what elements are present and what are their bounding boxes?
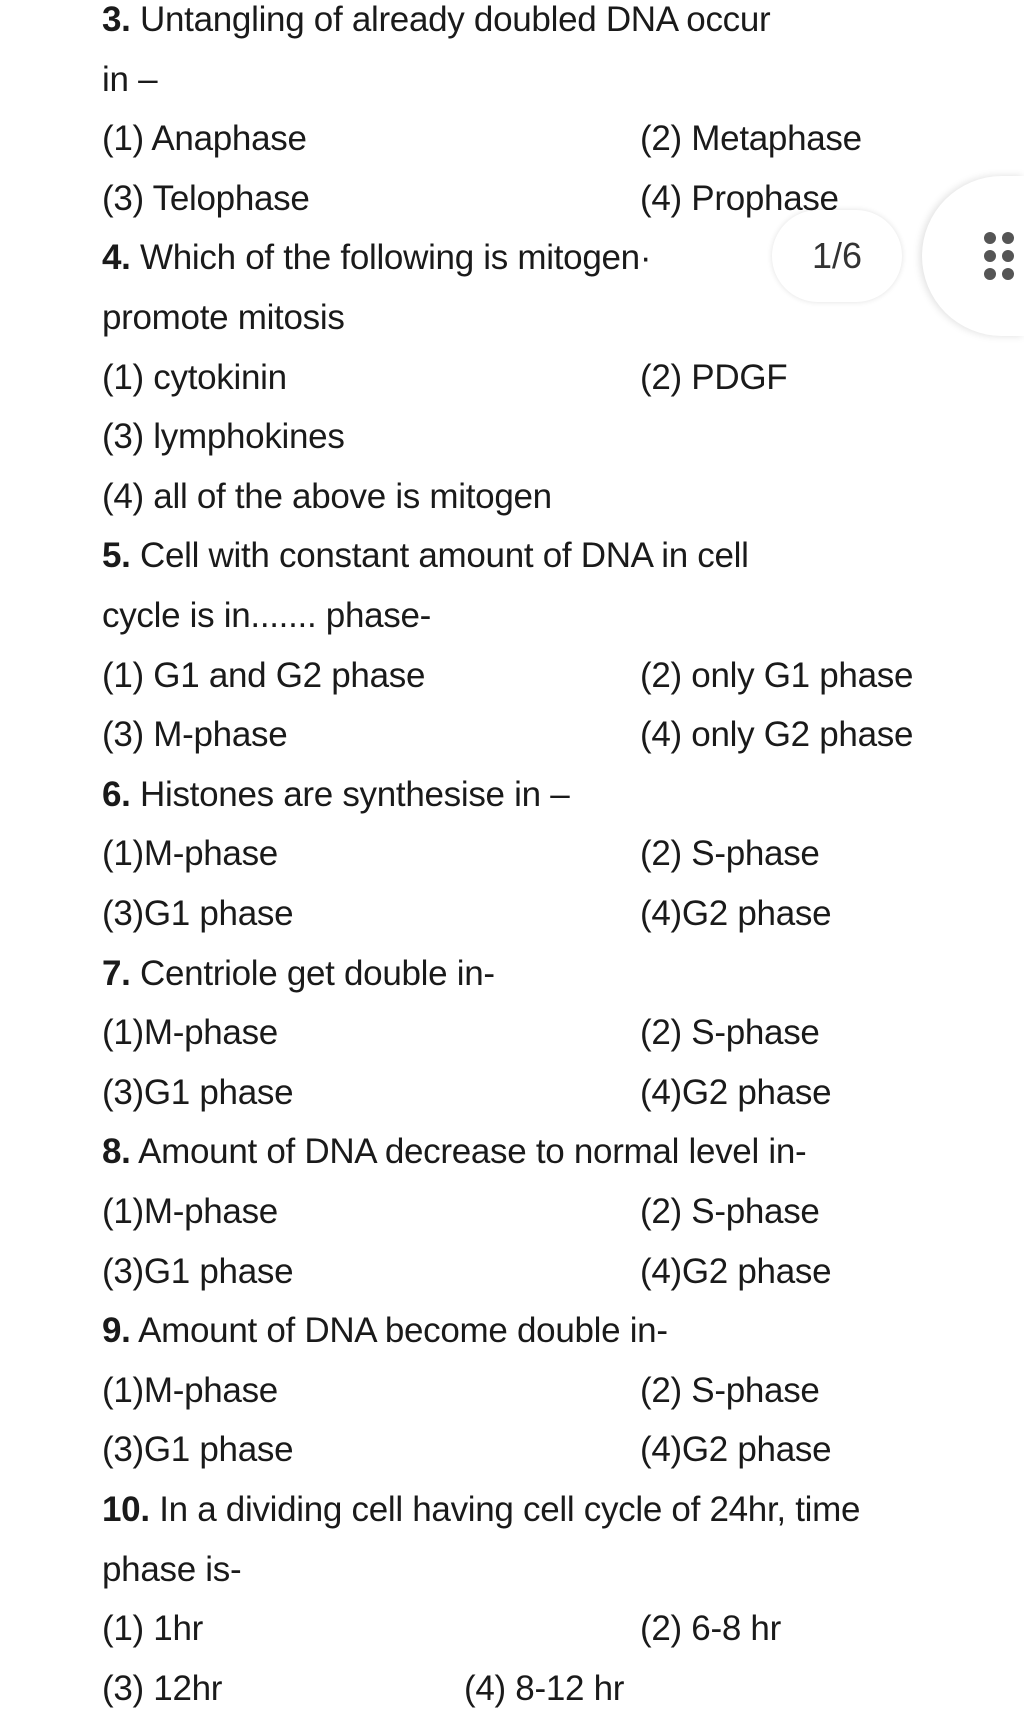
menu-button[interactable]	[922, 176, 1024, 336]
question-line: Centriole get double in-	[140, 953, 495, 993]
question-text: 10. In a dividing cell having cell cycle…	[102, 1485, 860, 1535]
question-text-continued: cycle is in....... phase-	[102, 591, 431, 641]
answer-option: (2) PDGF	[640, 357, 788, 397]
answer-option: (2) S-phase	[640, 1013, 820, 1053]
answer-option: (3) Telophase	[102, 178, 310, 218]
question-line: in –	[102, 59, 158, 99]
answer-option: (2) S-phase	[640, 1192, 820, 1231]
question-text: 4. Which of the following is mitogen·	[102, 233, 651, 283]
answer-option: (1)M-phase	[102, 834, 278, 874]
page-indicator: 1/6	[772, 210, 902, 302]
answer-option: (3) lymphokines	[102, 417, 345, 457]
question-text-continued: in –	[102, 55, 158, 105]
answer-option: (1) Anaphase	[102, 119, 307, 159]
question-line: Amount of DNA become double in-	[138, 1311, 668, 1351]
answer-option: (3)G1 phase	[102, 1251, 294, 1291]
question-text-continued: phase is-	[102, 1545, 242, 1595]
question-line: Untangling of already doubled DNA occur	[140, 0, 771, 39]
question-number: 3.	[102, 0, 131, 39]
answer-option: (3)G1 phase	[102, 1072, 294, 1112]
question-line: promote mitosis	[102, 298, 345, 337]
question-text: 6. Histones are synthesise in –	[102, 770, 570, 820]
question-text: 9. Amount of DNA become double in-	[102, 1306, 668, 1356]
answer-option: (4) only G2 phase	[640, 715, 914, 755]
question-line: Which of the following is mitogen·	[140, 238, 652, 278]
question-number: 7.	[102, 953, 131, 993]
question-line: cycle is in....... phase-	[102, 596, 432, 635]
question-text: 3. Untangling of already doubled DNA occ…	[102, 0, 771, 45]
question-line: phase is-	[102, 1549, 242, 1589]
question-number: 6.	[102, 774, 131, 814]
question-line: Cell with constant amount of DNA in cell	[140, 536, 749, 576]
answer-option: (2) S-phase	[640, 1370, 820, 1410]
question-text: 5. Cell with constant amount of DNA in c…	[102, 531, 749, 581]
question-text: 7. Centriole get double in-	[102, 949, 495, 999]
question-line: In a dividing cell having cell cycle of …	[159, 1490, 861, 1529]
answer-option: (4)G2 phase	[640, 1430, 832, 1470]
answer-option: (1) cytokinin	[102, 357, 287, 397]
page-indicator-text: 1/6	[811, 235, 863, 276]
answer-option: (2) Metaphase	[640, 119, 862, 159]
grid-dots-icon	[984, 232, 1014, 280]
answer-option: (2) 6-8 hr	[640, 1609, 781, 1649]
answer-option: (1)M-phase	[102, 1370, 278, 1410]
question-number: 8.	[102, 1132, 131, 1172]
question-line: Amount of DNA decrease to normal level i…	[138, 1132, 807, 1172]
answer-option: (4) 8-12 hr	[464, 1668, 625, 1708]
question-text-continued: promote mitosis	[102, 293, 345, 343]
answer-option: (1) G1 and G2 phase	[102, 655, 426, 695]
answer-option: (4)G2 phase	[640, 1251, 832, 1291]
question-number: 5.	[102, 536, 131, 576]
question-number: 10.	[102, 1490, 150, 1529]
answer-option: (2) only G1 phase	[640, 655, 914, 695]
question-number: 9.	[102, 1311, 131, 1351]
answer-option: (1)M-phase	[102, 1013, 278, 1053]
answer-option: (4)G2 phase	[640, 1072, 832, 1112]
answer-option: (3) 12hr	[102, 1668, 223, 1708]
answer-option: (4) all of the above is mitogen	[102, 476, 552, 516]
question-text: 8. Amount of DNA decrease to normal leve…	[102, 1127, 807, 1177]
answer-option: (1)M-phase	[102, 1192, 278, 1231]
answer-option: (4)G2 phase	[640, 894, 832, 933]
question-line: Histones are synthesise in –	[140, 774, 570, 814]
answer-option: (3) M-phase	[102, 715, 288, 755]
answer-option: (1) 1hr	[102, 1609, 203, 1649]
answer-option: (3)G1 phase	[102, 1430, 294, 1470]
answer-option: (2) S-phase	[640, 834, 820, 874]
question-number: 4.	[102, 238, 131, 278]
answer-option: (3)G1 phase	[102, 894, 294, 933]
